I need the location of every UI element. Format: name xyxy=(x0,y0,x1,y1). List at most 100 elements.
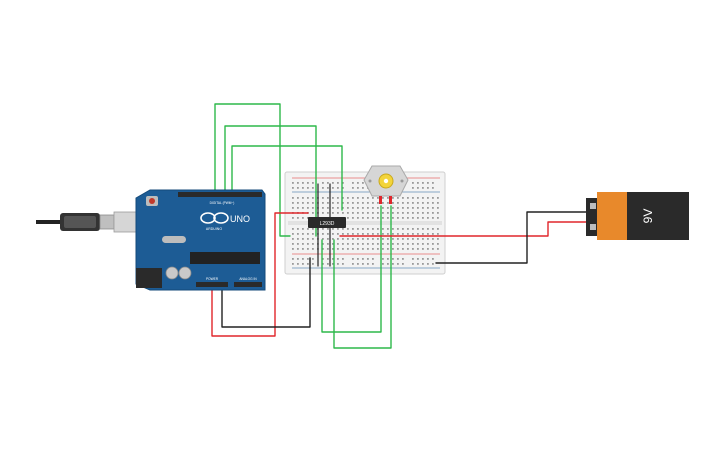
breadboard-hole xyxy=(372,197,374,199)
battery-9v-icon[interactable]: 9V xyxy=(586,192,689,240)
breadboard-hole xyxy=(377,238,379,240)
breadboard-hole xyxy=(342,207,344,209)
breadboard-hole xyxy=(422,187,424,189)
breadboard-hole xyxy=(352,258,354,260)
black-wire-battery[interactable] xyxy=(435,211,589,264)
usb-cable-icon[interactable] xyxy=(36,211,145,233)
breadboard-hole xyxy=(322,182,324,184)
breadboard-hole xyxy=(382,233,384,235)
breadboard-hole xyxy=(337,212,339,214)
breadboard-hole xyxy=(372,238,374,240)
breadboard-hole xyxy=(417,228,419,230)
breadboard-hole xyxy=(437,202,439,204)
breadboard-hole xyxy=(292,258,294,260)
breadboard-hole xyxy=(302,187,304,189)
breadboard-hole xyxy=(352,238,354,240)
breadboard-hole xyxy=(352,248,354,250)
breadboard-hole xyxy=(432,228,434,230)
breadboard-hole xyxy=(357,207,359,209)
power-jack[interactable] xyxy=(136,268,162,288)
breadboard-hole xyxy=(382,228,384,230)
breadboard-hole xyxy=(357,238,359,240)
breadboard-hole xyxy=(357,217,359,219)
breadboard-hole xyxy=(402,258,404,260)
breadboard-hole xyxy=(432,197,434,199)
breadboard-hole xyxy=(332,182,334,184)
breadboard-hole xyxy=(382,248,384,250)
breadboard-hole xyxy=(387,263,389,265)
breadboard-hole xyxy=(367,207,369,209)
breadboard-hole xyxy=(437,197,439,199)
arduino-uno-board[interactable]: UNO ARDUINO DIGITAL (PWM~) POWER ANALOG … xyxy=(135,189,266,291)
arduino-brand-text: ARDUINO xyxy=(206,227,222,231)
breadboard-hole xyxy=(302,197,304,199)
breadboard-hole xyxy=(357,187,359,189)
breadboard-hole xyxy=(382,243,384,245)
breadboard-hole xyxy=(307,263,309,265)
breadboard-hole xyxy=(362,182,364,184)
breadboard-hole xyxy=(402,202,404,204)
breadboard-hole xyxy=(422,233,424,235)
breadboard-hole xyxy=(322,228,324,230)
center-trench xyxy=(288,221,442,225)
breadboard-hole xyxy=(402,197,404,199)
breadboard-hole xyxy=(372,202,374,204)
breadboard-hole xyxy=(377,217,379,219)
breadboard-hole xyxy=(332,212,334,214)
breadboard-hole xyxy=(412,207,414,209)
green-wire-3[interactable] xyxy=(231,145,343,211)
red-wire-battery[interactable] xyxy=(339,221,589,237)
breadboard-hole xyxy=(432,238,434,240)
breadboard-hole xyxy=(342,212,344,214)
breadboard-hole xyxy=(307,258,309,260)
breadboard-hole xyxy=(427,233,429,235)
breadboard-hole xyxy=(327,197,329,199)
breadboard[interactable] xyxy=(284,171,446,275)
breadboard-hole xyxy=(422,212,424,214)
breadboard-hole xyxy=(357,258,359,260)
dc-motor-icon[interactable] xyxy=(363,165,409,204)
breadboard-hole xyxy=(392,202,394,204)
green-wire-motor-a[interactable] xyxy=(321,205,382,333)
breadboard-hole xyxy=(392,212,394,214)
breadboard-hole xyxy=(342,187,344,189)
breadboard-hole xyxy=(362,228,364,230)
green-wire-motor-b[interactable] xyxy=(333,205,392,349)
breadboard-hole xyxy=(302,202,304,204)
black-wire-gnd[interactable] xyxy=(221,257,311,328)
breadboard-hole xyxy=(352,182,354,184)
breadboard-hole xyxy=(352,243,354,245)
breadboard-hole xyxy=(327,258,329,260)
breadboard-hole xyxy=(357,202,359,204)
l293d-chip[interactable]: L293D xyxy=(308,217,346,228)
breadboard-hole xyxy=(377,207,379,209)
breadboard-hole xyxy=(427,182,429,184)
green-wire-1[interactable] xyxy=(214,103,291,237)
breadboard-hole xyxy=(397,207,399,209)
green-wire-2[interactable] xyxy=(224,125,317,237)
breadboard-hole xyxy=(362,238,364,240)
breadboard-hole xyxy=(337,263,339,265)
red-wire-5v[interactable] xyxy=(211,212,309,337)
breadboard-hole xyxy=(297,228,299,230)
breadboard-hole xyxy=(402,217,404,219)
breadboard-hole xyxy=(322,202,324,204)
breadboard-hole xyxy=(352,212,354,214)
breadboard-hole xyxy=(392,233,394,235)
breadboard-hole xyxy=(417,217,419,219)
breadboard-hole xyxy=(332,258,334,260)
breadboard-hole xyxy=(322,207,324,209)
breadboard-hole xyxy=(337,207,339,209)
breadboard-hole xyxy=(387,212,389,214)
breadboard-hole xyxy=(367,217,369,219)
breadboard-hole xyxy=(392,248,394,250)
breadboard-hole xyxy=(407,217,409,219)
breadboard-hole xyxy=(297,243,299,245)
breadboard-hole xyxy=(297,202,299,204)
breadboard-hole xyxy=(352,197,354,199)
breadboard-hole xyxy=(362,263,364,265)
breadboard-hole xyxy=(437,238,439,240)
breadboard-hole xyxy=(327,238,329,240)
breadboard-hole xyxy=(337,197,339,199)
breadboard-hole xyxy=(417,212,419,214)
